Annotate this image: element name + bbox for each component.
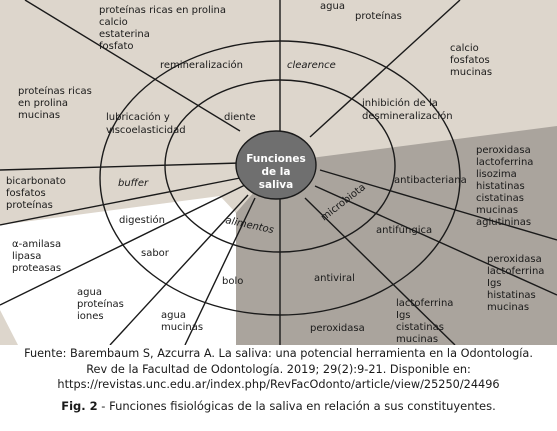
list-bottom-peroxidasa: peroxidasa bbox=[310, 323, 365, 334]
list-left-sabor: agua proteínas iones bbox=[77, 287, 124, 322]
list-right-antifungica: peroxidasa lactoferrina Igs histatinas m… bbox=[487, 254, 544, 313]
list-left-buffer: bicarbonato fosfatos proteínas bbox=[6, 176, 66, 211]
function-sabor: sabor bbox=[141, 248, 170, 259]
function-clearence: clearence bbox=[287, 60, 336, 71]
list-top-right: calcio fosfatos mucinas bbox=[450, 43, 492, 78]
list-item: agua bbox=[161, 310, 186, 321]
list-item: lactoferrina bbox=[396, 298, 453, 309]
list-item: proteínas ricas en prolina bbox=[99, 4, 226, 16]
radial-lines bbox=[0, 0, 557, 345]
list-item: peroxidasa bbox=[310, 323, 365, 334]
list-item: proteínas ricas bbox=[18, 85, 92, 97]
list-item: Igs bbox=[396, 310, 411, 321]
center-disk bbox=[235, 130, 317, 200]
function-antifungica: antifúngica bbox=[376, 224, 432, 236]
list-item: peroxidasa bbox=[476, 145, 531, 156]
list-top-mid: agua proteínas bbox=[320, 1, 402, 22]
function-antiviral: antiviral bbox=[314, 273, 355, 284]
function-lubricacion-line1: lubricación y bbox=[106, 111, 170, 123]
figure-caption: Fig. 2 - Funciones fisiológicas de la sa… bbox=[0, 399, 557, 414]
center-label-line3: saliva bbox=[259, 179, 293, 191]
figure-label: Fig. 2 bbox=[61, 398, 98, 413]
list-item: Igs bbox=[487, 278, 502, 289]
list-item: lactoferrina bbox=[476, 157, 533, 168]
figure-caption-block: Fuente: Barembaum S, Azcurra A. La saliv… bbox=[0, 346, 557, 414]
list-item: mucinas bbox=[161, 322, 203, 333]
list-item: agua bbox=[77, 287, 102, 298]
function-inhibicion-line2: desmineralización bbox=[362, 110, 453, 122]
center-label-line1: Funciones bbox=[246, 153, 305, 165]
list-item: peroxidasa bbox=[487, 254, 542, 265]
list-item: calcio bbox=[99, 17, 128, 28]
list-item: mucinas bbox=[450, 67, 492, 78]
list-item: mucinas bbox=[476, 205, 518, 216]
list-item: fosfato bbox=[99, 41, 134, 52]
white-left-region bbox=[0, 196, 236, 345]
list-item: proteínas bbox=[6, 199, 53, 211]
list-right-antibacteriana: peroxidasa lactoferrina lisozima histati… bbox=[476, 145, 533, 228]
list-item: aglutininas bbox=[476, 217, 531, 228]
function-digestion: digestión bbox=[119, 214, 165, 226]
function-bolo: bolo bbox=[222, 276, 243, 287]
function-lubricacion-line2: viscoelasticidad bbox=[106, 125, 186, 136]
list-bottom-bolo: agua mucinas bbox=[161, 310, 203, 333]
list-item: mucinas bbox=[396, 334, 438, 345]
source-url: https://revistas.unc.edu.ar/index.php/Re… bbox=[57, 378, 500, 391]
list-item: fosfatos bbox=[6, 188, 46, 199]
list-item: histatinas bbox=[487, 290, 536, 301]
list-item: α-amilasa bbox=[12, 239, 61, 250]
list-item: calcio bbox=[450, 43, 479, 54]
list-item: lipasa bbox=[12, 251, 41, 262]
list-bottom-antiviral: lactoferrina Igs cistatinas mucinas bbox=[396, 298, 453, 345]
source-line-2: Rev de la Facultad de Odontología. 2019;… bbox=[86, 362, 471, 376]
dark-background-region bbox=[236, 126, 557, 345]
list-top-left: proteínas ricas en prolina calcio estate… bbox=[99, 4, 226, 52]
list-item: lactoferrina bbox=[487, 266, 544, 277]
list-left-upper: proteínas ricas en prolina mucinas bbox=[18, 85, 92, 121]
function-remineralizacion: remineralización bbox=[160, 59, 243, 71]
figure-caption-text: - Funciones fisiológicas de la saliva en… bbox=[97, 398, 496, 413]
list-item: proteínas bbox=[77, 298, 124, 310]
list-item: en prolina bbox=[18, 98, 68, 109]
source-line-1: Fuente: Barembaum S, Azcurra A. La saliv… bbox=[24, 347, 533, 360]
function-antibacteriana: antibacteriana bbox=[394, 175, 467, 186]
list-left-digestion: α-amilasa lipasa proteasas bbox=[12, 239, 61, 274]
list-item: proteínas bbox=[355, 10, 402, 22]
list-item: lisozima bbox=[476, 169, 517, 180]
list-item: fosfatos bbox=[450, 55, 490, 66]
list-item: cistatinas bbox=[396, 322, 444, 333]
list-item: agua bbox=[320, 1, 345, 12]
function-diente: diente bbox=[224, 112, 256, 123]
list-item: bicarbonato bbox=[6, 176, 66, 187]
function-inhibicion-line1: inhibición de la bbox=[362, 97, 438, 109]
list-item: mucinas bbox=[18, 110, 60, 121]
list-item: estaterina bbox=[99, 29, 150, 40]
list-item: cistatinas bbox=[476, 193, 524, 204]
saliva-functions-diagram: Funciones de la saliva remineralización … bbox=[0, 0, 557, 345]
function-buffer: buffer bbox=[118, 178, 149, 189]
list-item: iones bbox=[77, 311, 104, 322]
center-label-line2: de la bbox=[262, 166, 291, 178]
list-item: mucinas bbox=[487, 302, 529, 313]
list-item: histatinas bbox=[476, 181, 525, 192]
list-item: proteasas bbox=[12, 263, 61, 274]
